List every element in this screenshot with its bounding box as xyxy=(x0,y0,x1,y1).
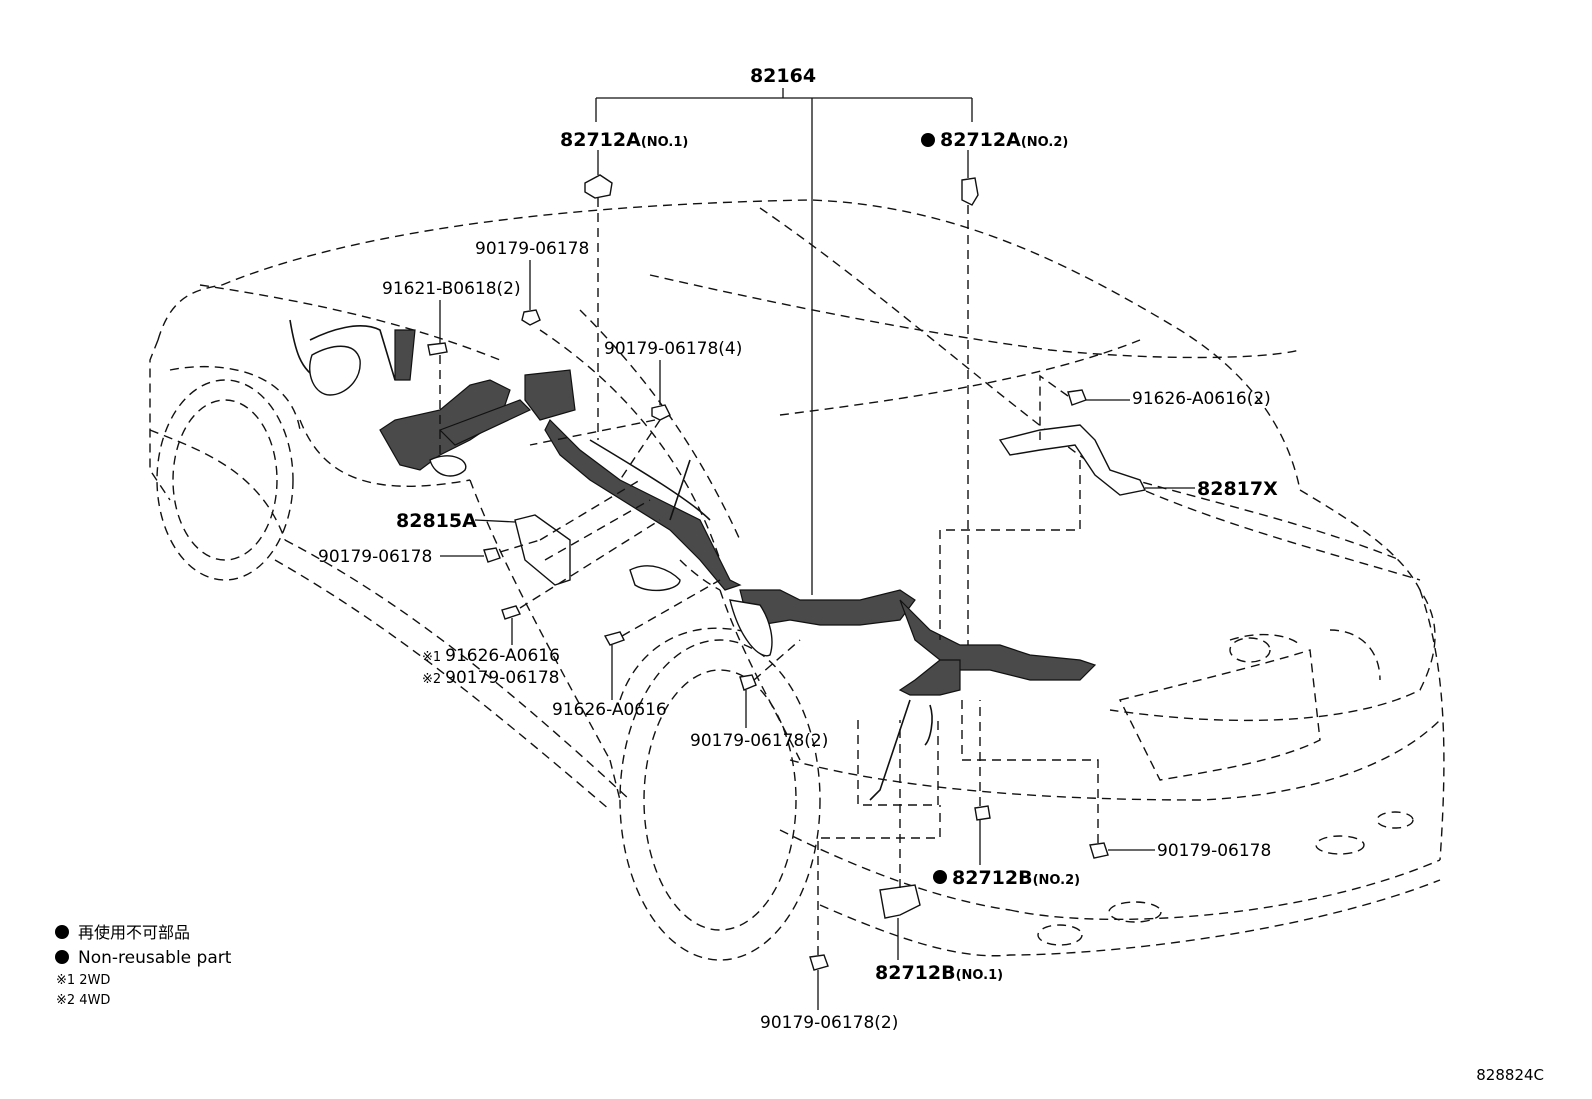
bolt-91626-left-icon xyxy=(501,605,521,620)
legend-line-jp: 再使用不可部品 xyxy=(78,923,190,942)
label-82817x: 82817X xyxy=(1197,478,1278,500)
figure-code: 828824C xyxy=(1476,1066,1544,1084)
label-91626-a0616-2: 91626-A0616(2) xyxy=(1132,389,1271,409)
label-82712b-no2: 82712B(NO.2) xyxy=(952,867,1080,889)
label-82712a-no2: 82712A(NO.2) xyxy=(940,129,1068,151)
legend-dot-icon xyxy=(55,950,69,964)
clip-90179-b-icon xyxy=(483,547,501,563)
legend-note1: ※1 2WD xyxy=(56,973,110,988)
label-90179-06178-4: 90179-06178(4) xyxy=(604,339,742,359)
clip-90179-a-icon xyxy=(521,309,541,326)
leader-lines xyxy=(439,88,1195,1010)
bolt-91621-icon xyxy=(427,342,448,356)
clip-82712a-no2-icon xyxy=(961,177,979,206)
clip-90179-2a-icon xyxy=(739,674,757,691)
label-90179-06178-b: 90179-06178 xyxy=(318,547,432,567)
non-reusable-dot-icon xyxy=(921,133,935,147)
non-reusable-dot-icon xyxy=(933,870,947,884)
fasteners xyxy=(427,174,1109,971)
clip-90179-4-icon xyxy=(651,404,671,421)
part-labels: 82164 82712A(NO.1) 82712A(NO.2) 90179-06… xyxy=(318,65,1278,1033)
label-82712a-no1: 82712A(NO.1) xyxy=(560,129,688,151)
label-90179-06178-2a: 90179-06178(2) xyxy=(690,731,828,751)
clip-90179-right-icon xyxy=(1089,842,1109,859)
clip-82712a-no1-icon xyxy=(584,174,613,199)
label-82712b-no1: 82712B(NO.1) xyxy=(875,962,1003,984)
legend-dot-icon xyxy=(55,925,69,939)
label-91621-b0618: 91621-B0618(2) xyxy=(382,279,521,299)
label-82815a: 82815A xyxy=(396,510,477,532)
bolt-91626-2-icon xyxy=(1067,389,1087,406)
clip-90179-2b-icon xyxy=(809,954,829,971)
label-90179-06178-right: 90179-06178 xyxy=(1157,841,1271,861)
legend-note2: ※2 4WD xyxy=(56,993,110,1008)
legend: 再使用不可部品 Non-reusable part ※1 2WD ※2 4WD xyxy=(55,923,232,1008)
label-90179-06178-a: 90179-06178 xyxy=(475,239,589,259)
wire-harness xyxy=(289,319,1147,919)
clip-82712b-no2-icon xyxy=(974,805,991,821)
label-90179-06178-2b: 90179-06178(2) xyxy=(760,1013,898,1033)
bolt-91626-center-icon xyxy=(603,631,625,646)
label-91626-a0616-center: 91626-A0616 xyxy=(552,700,667,720)
legend-line-en: Non-reusable part xyxy=(78,948,232,968)
label-82164: 82164 xyxy=(750,65,816,87)
